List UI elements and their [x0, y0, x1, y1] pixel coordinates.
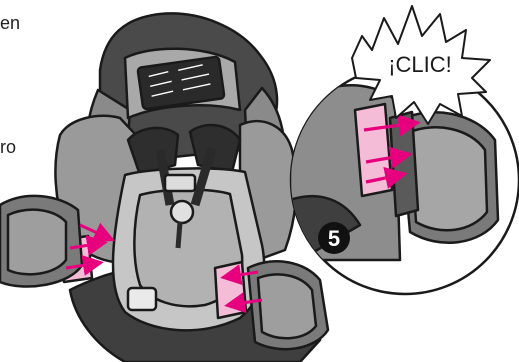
base-latch: [128, 288, 156, 310]
side-pod-right-inner: [258, 274, 316, 338]
buckle: [171, 201, 193, 223]
click-callout-text: ¡CLIC!: [388, 52, 452, 77]
side-pod-left-inner: [8, 210, 66, 275]
pink-connector-right: [215, 262, 246, 318]
inset-pod-clip: [390, 112, 418, 216]
shoulder-pad-right: [190, 125, 240, 172]
car-seat: [0, 13, 328, 362]
crotch-strap: [178, 222, 180, 248]
inset-pod-inner: [410, 127, 487, 230]
step-number: 5: [328, 226, 340, 251]
inset-connector: [355, 104, 392, 196]
chest-clip: [165, 175, 195, 191]
step-badge-icon: 5: [318, 222, 350, 254]
